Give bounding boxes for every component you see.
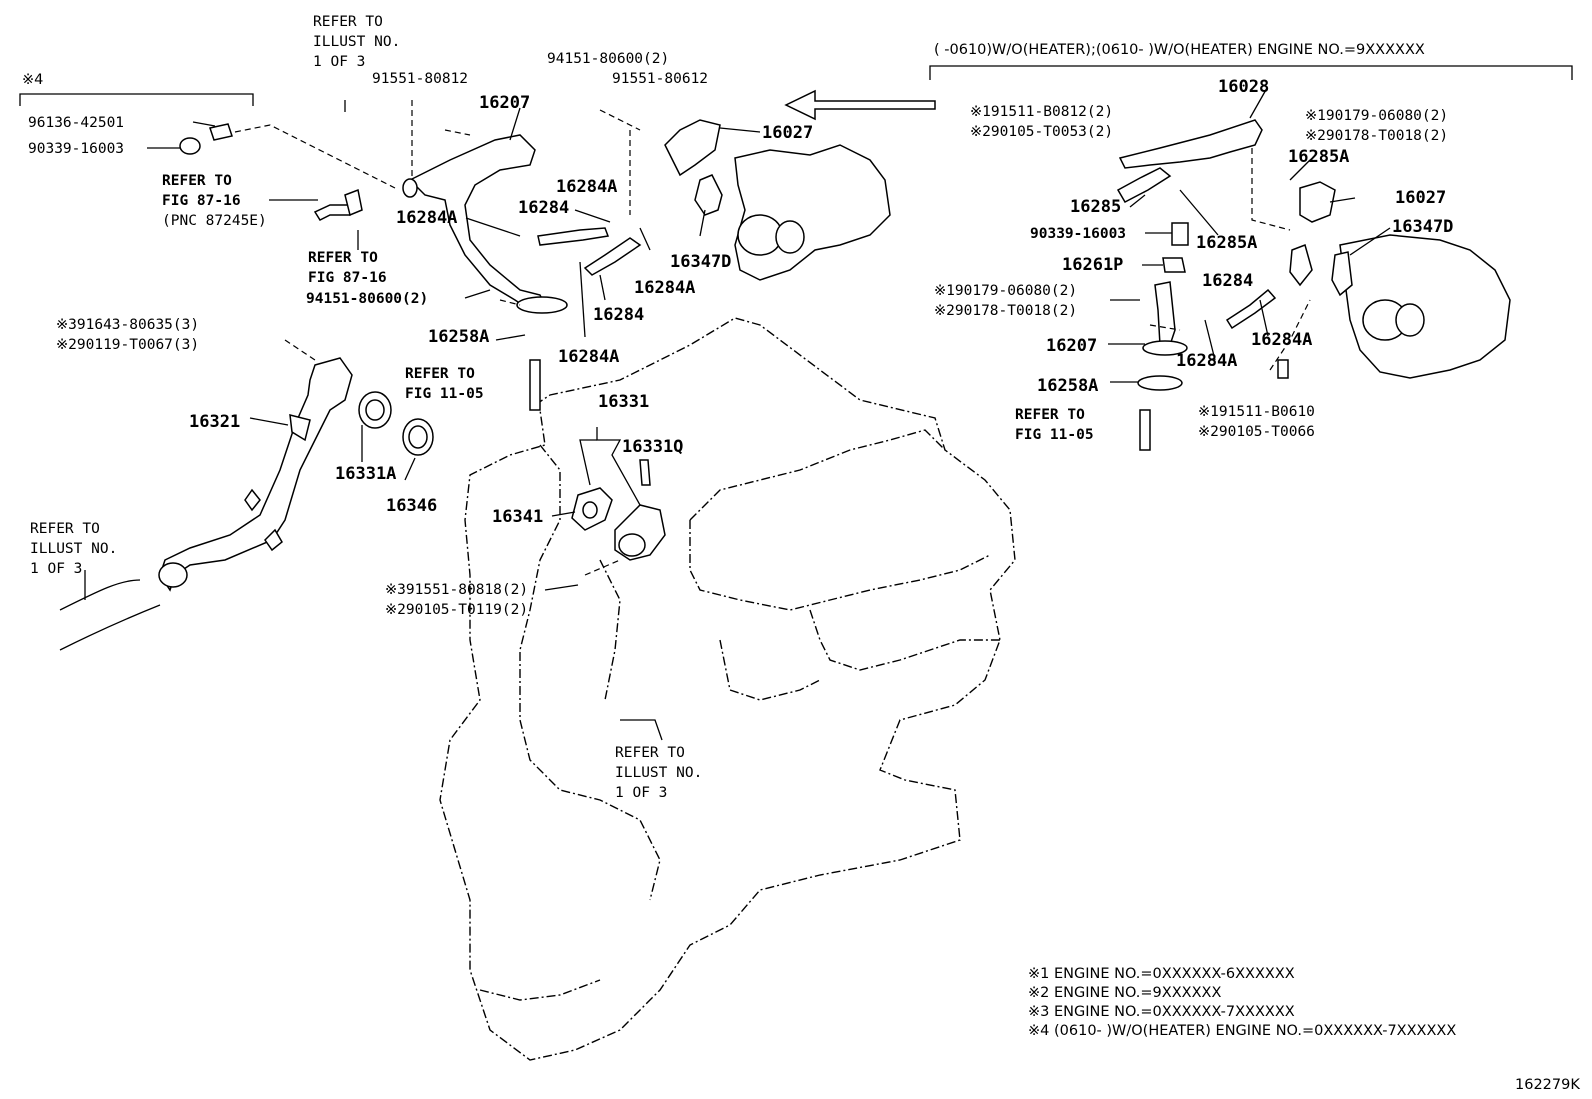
part-190179-06080-bottom: ※190179-06080(2)	[934, 283, 1077, 299]
part-16028: 16028	[1218, 77, 1269, 97]
part-16331Q: 16331Q	[622, 437, 683, 457]
part-16285A-1: 16285A	[1288, 147, 1349, 167]
part-94151-80600-bottom: 94151-80600(2)	[306, 291, 428, 307]
part-191511-B0812: ※191511-B0812(2)	[970, 104, 1113, 120]
part-90105-T0119: ※290105-T0119(2)	[385, 602, 528, 618]
part-16284A-right-1: 16284A	[1251, 330, 1312, 350]
turbocharger-left	[664, 119, 891, 281]
refer-line-1: REFER TO	[313, 14, 383, 30]
footnotes: ※1 ENGINE NO.=0XXXXXX-6XXXXXX ※2 ENGINE …	[1028, 966, 1456, 1039]
part-16261P: 16261P	[1062, 255, 1123, 275]
refer-line-3: 1 OF 3	[313, 54, 365, 70]
thermostat-parts	[289, 359, 666, 561]
part-16284A-4: 16284A	[558, 347, 619, 367]
footnote-4: ※4 (0610- )W/O(HEATER) ENGINE NO.=0XXXXX…	[1028, 1023, 1456, 1039]
part-16258A-right: 16258A	[1037, 376, 1098, 396]
part-191511-B0610: ※191511-B0610	[1198, 404, 1315, 420]
refer-illust-top: REFER TO ILLUST NO. 1 OF 3	[313, 14, 400, 70]
part-91643-80635: ※391643-80635(3)	[56, 317, 199, 333]
part-16207-left: 16207	[479, 93, 530, 113]
refer-fig-11-left: REFER TO FIG 11-05	[405, 366, 484, 402]
water-outlet-pipe	[158, 357, 353, 592]
direction-arrow	[784, 89, 936, 121]
part-16331: 16331	[598, 392, 649, 412]
part-90339-16003-left: 90339-16003	[28, 141, 124, 157]
part-16347D-right: 16347D	[1392, 217, 1453, 237]
range-bracket: ( -0610)W/O(HEATER);(0610- )W/O(HEATER) …	[929, 42, 1573, 80]
refer-line-2: FIG 87-16	[308, 270, 387, 286]
refer-line-2: ILLUST NO.	[30, 541, 117, 557]
part-94151-80600-top: 94151-80600(2)	[547, 51, 669, 67]
refer-line-1: REFER TO	[30, 521, 100, 537]
part-16284-1: 16284	[518, 198, 569, 218]
refer-fig-11-right: REFER TO FIG 11-05	[1015, 407, 1094, 443]
refer-illust-left: REFER TO ILLUST NO. 1 OF 3	[30, 521, 117, 577]
refer-line-2: ILLUST NO.	[313, 34, 400, 50]
range-note: ( -0610)W/O(HEATER);(0610- )W/O(HEATER) …	[934, 42, 1425, 58]
part-16285A-2: 16285A	[1196, 233, 1257, 253]
refer-line-1: REFER TO	[162, 173, 232, 189]
part-16027-left: 16027	[762, 123, 813, 143]
refer-line-2: FIG 11-05	[405, 386, 484, 402]
part-16027-right: 16027	[1395, 188, 1446, 208]
part-16321: 16321	[189, 412, 240, 432]
part-16285: 16285	[1070, 197, 1121, 217]
refer-illust-bottom: REFER TO ILLUST NO. 1 OF 3	[615, 745, 702, 801]
hose-left	[59, 579, 161, 651]
part-16258A-left: 16258A	[428, 327, 489, 347]
refer-line-1: REFER TO	[308, 250, 378, 266]
part-290105-T0066: ※290105-T0066	[1198, 424, 1315, 440]
refer-line-3: (PNC 87245E)	[162, 213, 267, 229]
group-note: ※4	[22, 72, 43, 88]
part-91551-80812: 91551-80812	[372, 71, 468, 87]
part-16284A-1: 16284A	[556, 177, 617, 197]
figure-id: 162279K	[1515, 1077, 1580, 1093]
part-90339-16003-right: 90339-16003	[1030, 226, 1126, 242]
footnote-2: ※2 ENGINE NO.=9XXXXXX	[1028, 985, 1221, 1001]
part-91551-80818: ※391551-80818(2)	[385, 582, 528, 598]
refer-line-3: 1 OF 3	[615, 785, 667, 801]
part-16207-right: 16207	[1046, 336, 1097, 356]
part-290178-T0018-top: ※290178-T0018(2)	[1305, 128, 1448, 144]
refer-line-2: ILLUST NO.	[615, 765, 702, 781]
part-16284-right: 16284	[1202, 271, 1253, 291]
part-91551-80612: 91551-80612	[612, 71, 708, 87]
refer-fig-87-b: REFER TO FIG 87-16	[308, 250, 387, 286]
dashed-leaders	[234, 100, 1311, 576]
right-subdiagram-parts	[1116, 119, 1511, 451]
part-16284A-right-2: 16284A	[1176, 351, 1237, 371]
footnote-3: ※3 ENGINE NO.=0XXXXXX-7XXXXXX	[1028, 1004, 1295, 1020]
part-16341: 16341	[492, 507, 543, 527]
part-16331A: 16331A	[335, 464, 396, 484]
part-190179-06080-top: ※190179-06080(2)	[1305, 108, 1448, 124]
part-16347D-left: 16347D	[670, 252, 731, 272]
part-16284-2: 16284	[593, 305, 644, 325]
part-16284A-2: 16284A	[396, 208, 457, 228]
part-290105-T0053: ※290105-T0053(2)	[970, 124, 1113, 140]
refer-line-1: REFER TO	[615, 745, 685, 761]
water-pipe-16207-left	[402, 134, 568, 314]
part-290178-T0018-bottom: ※290178-T0018(2)	[934, 303, 1077, 319]
refer-line-1: REFER TO	[405, 366, 475, 382]
leader-lines	[84, 87, 1391, 741]
engine-block-outline	[439, 317, 1016, 1061]
footnote-1: ※1 ENGINE NO.=0XXXXXX-6XXXXXX	[1028, 966, 1295, 982]
refer-line-2: FIG 87-16	[162, 193, 241, 209]
part-90119-T0067: ※290119-T0067(3)	[56, 337, 199, 353]
group-bracket: ※4	[19, 72, 254, 106]
part-16284A-3: 16284A	[634, 278, 695, 298]
refer-line-2: FIG 11-05	[1015, 427, 1094, 443]
refer-fig-87-a: REFER TO FIG 87-16 (PNC 87245E)	[162, 173, 267, 229]
part-16346: 16346	[386, 496, 437, 516]
part-96136-42501: 96136-42501	[28, 115, 124, 131]
refer-line-3: 1 OF 3	[30, 561, 82, 577]
small-hoses-left	[179, 123, 642, 276]
refer-line-1: REFER TO	[1015, 407, 1085, 423]
